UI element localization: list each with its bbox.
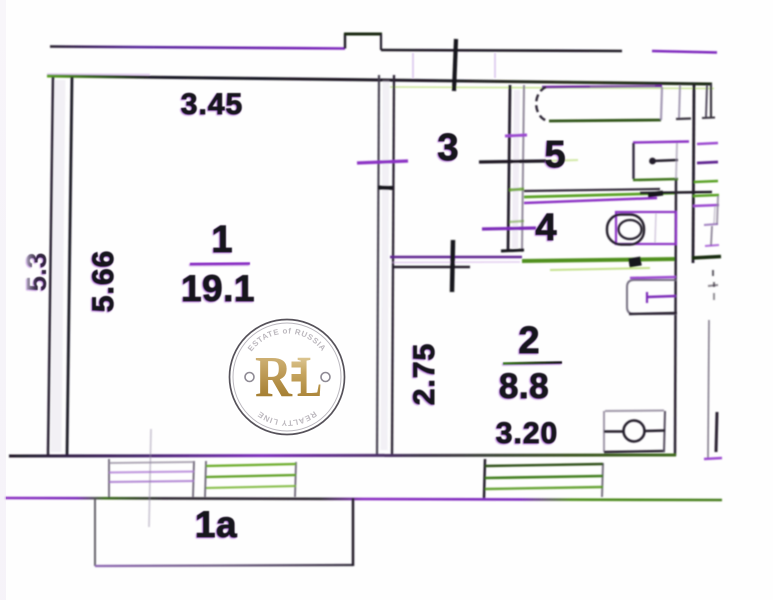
watermark-left-dot <box>244 371 255 383</box>
room2-number: 2 <box>518 320 539 362</box>
door-leaders <box>478 159 579 231</box>
stove <box>603 409 666 454</box>
left-wall <box>46 76 74 457</box>
watermark-letter-r: R <box>255 344 293 409</box>
top-wall <box>46 32 718 90</box>
dim-room1-height: 5.66 <box>87 250 120 312</box>
plan-labels: 3.45 1 19.1 5.66 5.3 3 5 4 2 8.8 3.20 2.… <box>21 88 566 546</box>
kitchen-door-mark <box>449 239 456 293</box>
balcony-outline <box>94 498 355 568</box>
watermark-stamp: ESTATE of RUSSIA REALTY LINE R L <box>227 317 347 437</box>
bath-sink <box>632 140 690 182</box>
room1-divider <box>189 262 251 266</box>
bottom-wall <box>4 453 723 502</box>
dim-outer-left: 5.3 <box>21 253 52 292</box>
bath-wc-wall <box>523 187 713 205</box>
balcony-label: 1а <box>195 504 237 545</box>
room1-right-wall <box>356 74 409 457</box>
entrance-door-mark <box>451 38 459 92</box>
window-room1-right <box>204 460 297 498</box>
dim-room1-width: 3.45 <box>181 88 243 121</box>
balcony-door-mark <box>148 428 152 528</box>
dim-room2-height: 2.75 <box>408 343 441 405</box>
service-shaft-strip <box>675 84 723 461</box>
watermark-inner-ring <box>232 322 342 432</box>
room2-area: 8.8 <box>499 367 549 406</box>
kitchen-top-wall <box>390 255 677 271</box>
kitchen-sink <box>626 275 678 316</box>
room5-number: 5 <box>544 134 565 176</box>
watermark-outer-ring <box>228 318 346 436</box>
scan-edge-artifact <box>0 0 6 600</box>
dim-room2-width: 3.20 <box>496 417 558 450</box>
watermark-letter-l: L <box>297 344 322 409</box>
plan-linework <box>4 32 723 568</box>
room1-number: 1 <box>211 219 232 261</box>
bathtub <box>534 84 664 123</box>
hall-right-wall <box>500 84 528 253</box>
room4-number: 4 <box>535 207 556 249</box>
room3-number: 3 <box>437 127 458 169</box>
watermark-monogram: R L <box>255 344 322 409</box>
room1-area: 19.1 <box>181 268 255 309</box>
room2-divider <box>502 361 563 365</box>
window-kitchen <box>482 458 604 499</box>
toilet <box>605 210 678 246</box>
window-room1-left <box>108 459 195 498</box>
watermark-right-dot <box>320 371 331 383</box>
